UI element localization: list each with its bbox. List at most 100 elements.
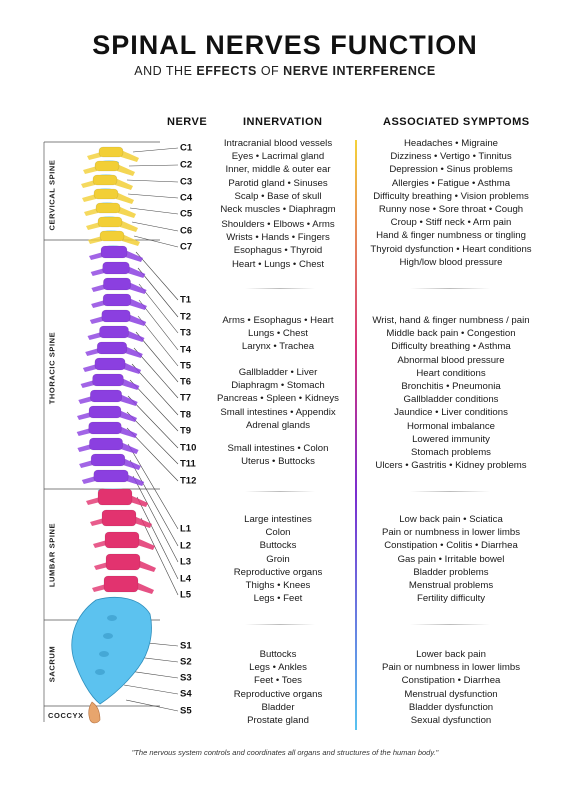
vertebra-transverse-process: [89, 252, 103, 260]
sacral-foramen: [103, 633, 113, 639]
symptom-line: Wrist, hand & finger numbness / pain: [372, 315, 530, 326]
vertebra-transverse-process: [84, 208, 98, 216]
nerve-label-t9: T9: [180, 425, 192, 437]
nerve-label-t8: T8: [180, 409, 192, 421]
vertebra-transverse-process: [93, 540, 107, 548]
vertebra-spinous-process: [122, 458, 141, 470]
vertebra-body: [103, 277, 131, 291]
vertebra-spinous-process: [120, 442, 139, 454]
symptom-line: Low back pain • Sciatica: [399, 514, 503, 525]
nerve-label-s2: S2: [180, 656, 192, 668]
innervation-line: Reproductive organs: [233, 566, 323, 578]
innervation-line: Prostate gland: [247, 715, 309, 727]
vertebra-transverse-process: [89, 316, 104, 324]
vertebra-transverse-process: [90, 518, 104, 526]
footer-quote: "The nervous system controls and coordin…: [131, 748, 439, 757]
nerve-label-t11: T11: [180, 458, 196, 470]
nerve-label-c6: C6: [180, 225, 193, 237]
nerve-label-t10: T10: [180, 442, 197, 454]
vertebra-body: [100, 245, 128, 259]
nerve-label-t7: T7: [180, 392, 192, 404]
nerve-label-l1: L1: [180, 523, 192, 535]
symptom-line: High/low blood pressure: [399, 256, 503, 268]
nerve-label-l4: L4: [180, 573, 192, 585]
vertebra-spinous-process: [126, 330, 145, 342]
nerve-leader-line: [132, 147, 179, 153]
nerve-label-c1: C1: [180, 142, 193, 154]
nerve-label-t6: T6: [180, 376, 192, 388]
vertebra-spinous-process: [121, 150, 139, 162]
innervation-line: Buttocks: [259, 649, 297, 660]
vertebra-body: [89, 437, 123, 451]
header-nerve: NERVE: [167, 116, 208, 128]
symptom-line: Hormonal imbalance: [407, 420, 495, 432]
vertebra-spinous-process: [116, 192, 134, 204]
nerve-label-t3: T3: [180, 327, 192, 339]
nerve-label-t5: T5: [180, 360, 192, 372]
vertebra-transverse-process: [79, 460, 94, 468]
vertebra-body: [88, 421, 122, 435]
vertebra-transverse-process: [80, 380, 95, 388]
vertebra-spinous-process: [128, 298, 147, 310]
symptom-line: Bronchitis • Pneumonia: [401, 381, 501, 393]
nerve-leader-line: [125, 699, 179, 712]
vertebra-body: [97, 488, 133, 506]
nerve-leader-line: [127, 193, 179, 199]
vertebra-body: [99, 230, 125, 242]
vertebra-spinous-process: [128, 314, 147, 326]
symptom-line: Pain or numbness in lower limbs: [381, 527, 521, 539]
symptom-line: Sexual dysfunction: [410, 715, 492, 727]
vertebra-transverse-process: [87, 332, 102, 340]
vertebra-spinous-process: [119, 410, 137, 422]
innervation-line: Thighs • Knees: [245, 580, 311, 592]
innervation-line: Adrenal glands: [245, 419, 310, 431]
innervation-line: Eyes • Lacrimal gland: [231, 151, 325, 163]
nerve-leader-line: [136, 496, 179, 580]
nerve-label-s5: S5: [180, 705, 192, 717]
symptom-line: Abnormal blood pressure: [397, 354, 505, 366]
vertebra-spinous-process: [136, 582, 154, 594]
vertebra-transverse-process: [81, 476, 96, 484]
sacral-foramen: [107, 615, 117, 621]
vertebra-spinous-process: [115, 178, 133, 190]
header-innervation: INNERVATION: [243, 116, 323, 128]
symptom-line: Ulcers • Gastritis • Kidney problems: [375, 460, 527, 472]
symptom-line: Menstrual problems: [408, 580, 494, 592]
vertebra-spinous-process: [117, 164, 135, 176]
symptom-line: Headaches • Migraine: [403, 138, 499, 149]
vertebra-spinous-process: [120, 220, 138, 232]
vertebra-transverse-process: [91, 300, 106, 308]
nerve-leader-line: [131, 221, 179, 232]
nerve-leader-line: [128, 164, 179, 167]
vertebra-spinous-process: [134, 516, 152, 528]
symptom-line: Bladder problems: [413, 566, 489, 578]
innervation-line: Esophagus • Thyroid: [233, 245, 323, 257]
nerve-label-c2: C2: [180, 159, 193, 171]
vertebra-spinous-process: [122, 234, 140, 246]
nerve-leader-line: [135, 251, 179, 301]
nerve-label-t12: T12: [180, 475, 197, 487]
page-title: SPINAL NERVES FUNCTION: [92, 30, 478, 60]
vertebra-spinous-process: [137, 538, 155, 550]
vertebra-body: [90, 453, 126, 467]
nerve-leader-line: [132, 475, 179, 563]
innervation-line: Small intestines • Colon: [227, 443, 329, 454]
vertebra-spinous-process: [126, 474, 145, 486]
innervation-line: Neck muscles • Diaphragm: [220, 204, 336, 216]
vertebra-transverse-process: [77, 444, 92, 452]
symptoms-separator-cervical: [410, 288, 490, 289]
symptom-line: Menstrual dysfunction: [404, 688, 498, 700]
vertebra-spinous-process: [138, 560, 156, 572]
nerve-leader-line: [133, 235, 179, 248]
symptom-line: Lower back pain: [416, 649, 486, 660]
symptom-line: Stomach problems: [411, 447, 491, 459]
innervation-line: Small intestines • Appendix: [220, 406, 336, 418]
nerve-leader-line: [123, 684, 179, 695]
innervation-separator-thoracic: [245, 491, 315, 492]
